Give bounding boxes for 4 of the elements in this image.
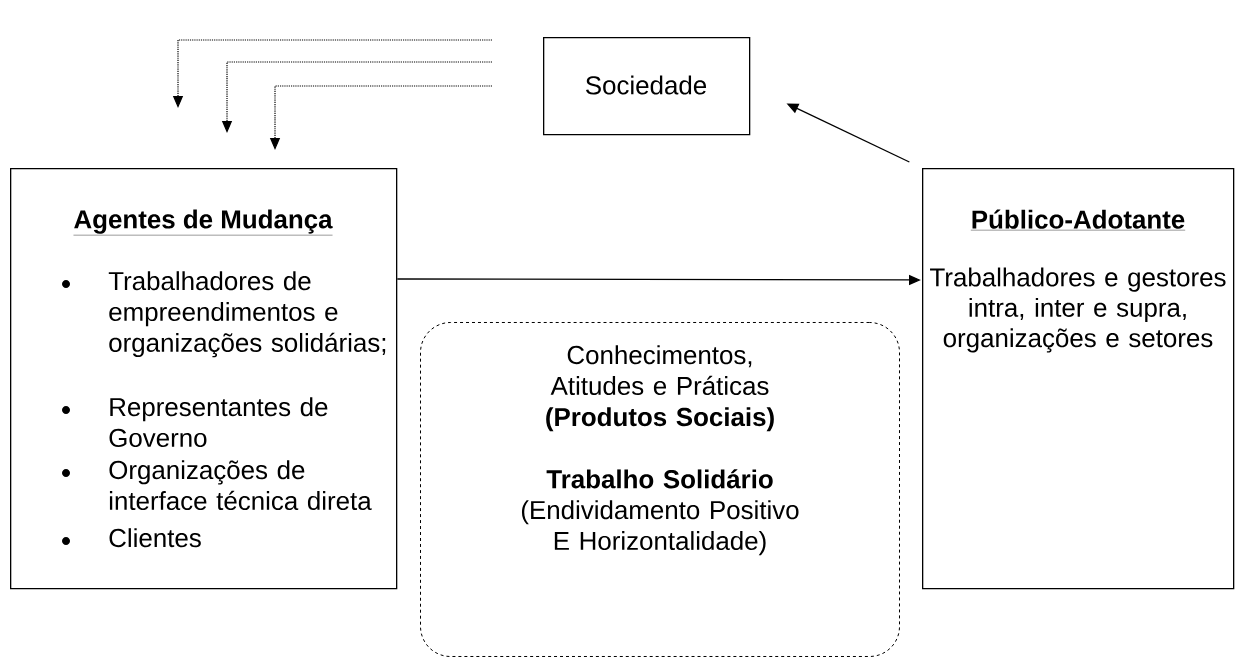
process-box: Sociedade bbox=[543, 37, 751, 136]
process-box: Público-Adotante Trabalhadores e gestores intra, inter e supra, organizações e setores bbox=[922, 168, 1235, 590]
rounded-box: Conhecimentos, Atitudes e Práticas (Produtos Sociais) Trabalho Solidário (Endividamento Positivo E Horizontalidade) bbox=[420, 322, 900, 657]
process-box: Agentes de Mudança Trabalhadores de empreendimentos e organizações solidárias; Representantes de Governo Organizações de interface técnica direta Clientes bbox=[10, 168, 398, 590]
